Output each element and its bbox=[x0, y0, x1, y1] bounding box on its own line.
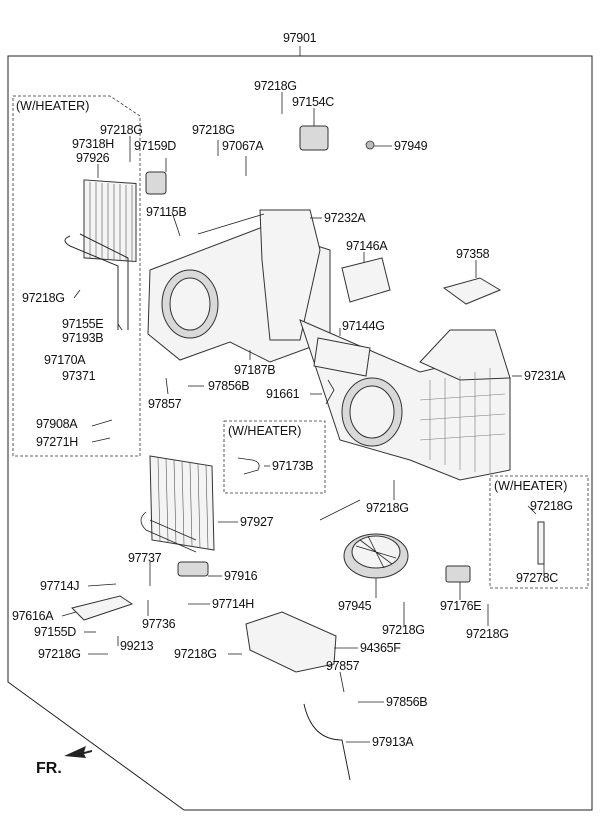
part-labels: 97218G 97154C 97949 97218G 97318H 97159D… bbox=[12, 79, 573, 749]
part-label: 97144G bbox=[342, 319, 385, 333]
drain-hose-97913A bbox=[303, 703, 351, 781]
part-label: 97737 bbox=[128, 551, 162, 565]
actuator-97154C bbox=[299, 125, 375, 151]
lower-case-94365F bbox=[245, 611, 337, 673]
heater-group-label-mid: (W/HEATER) bbox=[228, 424, 301, 438]
seal-97358 bbox=[442, 277, 502, 305]
harness-97173B bbox=[237, 457, 260, 475]
part-label: 97913A bbox=[372, 735, 414, 749]
heater-group-box-mid bbox=[223, 420, 326, 494]
leader-lines bbox=[61, 92, 545, 743]
module-97916 bbox=[177, 561, 209, 577]
heater-group-box-left bbox=[12, 95, 141, 457]
part-label: 97927 bbox=[240, 515, 274, 529]
door-97146A bbox=[341, 257, 391, 303]
evaporator-core bbox=[140, 455, 215, 553]
part-label: 97945 bbox=[338, 599, 372, 613]
part-label: 97218G bbox=[192, 123, 235, 137]
resistor-97176E bbox=[445, 565, 471, 583]
harness-91661 bbox=[325, 379, 335, 405]
part-label: 97736 bbox=[142, 617, 176, 631]
part-label: 97176E bbox=[440, 599, 481, 613]
heater-group-label-right: (W/HEATER) bbox=[494, 479, 567, 493]
part-label: 97856B bbox=[386, 695, 427, 709]
part-label: 97856B bbox=[208, 379, 249, 393]
part-label: 97218G bbox=[530, 499, 573, 513]
heater-core bbox=[64, 179, 137, 330]
part-label: 97949 bbox=[394, 139, 428, 153]
part-label: 97218G bbox=[38, 647, 81, 661]
part-label: 97218G bbox=[466, 627, 509, 641]
actuator-97159D bbox=[145, 171, 167, 195]
part-label: 97067A bbox=[222, 139, 264, 153]
part-label: 97714J bbox=[40, 579, 79, 593]
part-label: 97857 bbox=[148, 397, 182, 411]
part-label: 97146A bbox=[346, 239, 388, 253]
heater-group-label-left: (W/HEATER) bbox=[16, 99, 89, 113]
part-label: 97187B bbox=[234, 363, 275, 377]
part-label: 97857 bbox=[326, 659, 360, 673]
front-label: FR. bbox=[36, 760, 62, 777]
part-label: 97271H bbox=[36, 435, 78, 449]
part-label: 97616A bbox=[12, 609, 54, 623]
part-label: 99213 bbox=[120, 639, 154, 653]
blower-motor bbox=[343, 533, 409, 579]
part-label: 97155D bbox=[34, 625, 76, 639]
part-label: 97218G bbox=[382, 623, 425, 637]
part-label: 97232A bbox=[324, 211, 366, 225]
part-label: 97193B bbox=[62, 331, 103, 345]
part-label: 97358 bbox=[456, 247, 490, 261]
part-label: 97170A bbox=[44, 353, 86, 367]
part-label: 97154C bbox=[292, 95, 334, 109]
assembly-frame bbox=[7, 55, 593, 811]
part-label: 97218G bbox=[254, 79, 297, 93]
part-label: 97926 bbox=[76, 151, 110, 165]
part-label: 91661 bbox=[266, 387, 300, 401]
part-label: 97908A bbox=[36, 417, 78, 431]
part-label: 97916 bbox=[224, 569, 258, 583]
assembly-number: 97901 bbox=[283, 31, 317, 45]
part-label: 97218G bbox=[22, 291, 65, 305]
front-arrow-icon bbox=[64, 746, 92, 758]
door-97144G bbox=[313, 337, 371, 377]
part-label: 97371 bbox=[62, 369, 96, 383]
part-label: 97173B bbox=[272, 459, 313, 473]
part-label: 97159D bbox=[134, 139, 176, 153]
part-label: 97278C bbox=[516, 571, 558, 585]
sensor-97278C bbox=[537, 521, 545, 565]
part-label: 97218G bbox=[100, 123, 143, 137]
part-label: 97231A bbox=[524, 369, 566, 383]
part-label: 97318H bbox=[72, 137, 114, 151]
part-label: 97218G bbox=[174, 647, 217, 661]
front-indicator: FR. bbox=[36, 746, 92, 777]
part-label: 97714H bbox=[212, 597, 254, 611]
bracket-97616A bbox=[71, 595, 134, 621]
part-label: 97155E bbox=[62, 317, 103, 331]
part-label: 97218G bbox=[366, 501, 409, 515]
part-label: 97115B bbox=[146, 205, 186, 219]
part-label: 94365F bbox=[360, 641, 401, 655]
